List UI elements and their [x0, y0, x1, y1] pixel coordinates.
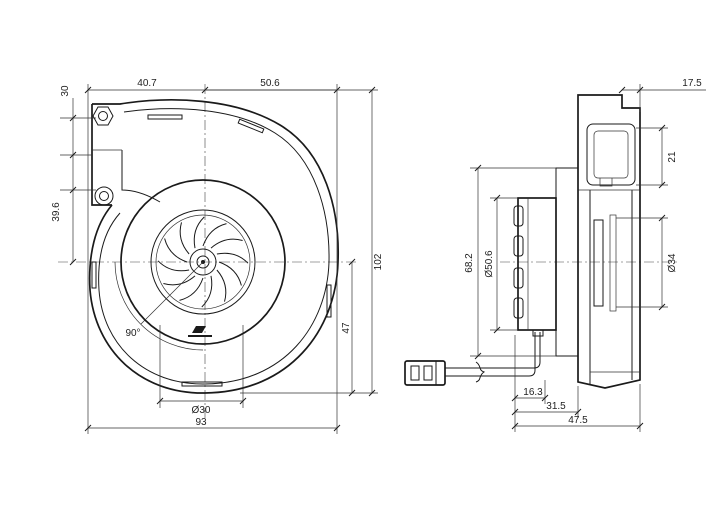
housing-slot-top-right — [237, 118, 265, 134]
dim-angle: 90° — [125, 328, 140, 339]
dim-motor-diameter: Ø50.6 — [484, 250, 495, 278]
impeller-blade — [202, 223, 227, 247]
side-mounting-slot — [593, 219, 604, 307]
dimension-tick — [511, 408, 519, 416]
angle-arc — [114, 261, 204, 351]
side-outlet-frame — [586, 123, 636, 186]
dimension-tick — [474, 352, 482, 360]
dimension-tick — [658, 124, 666, 132]
impeller-blade — [210, 238, 243, 249]
impeller-blade — [157, 260, 190, 272]
impeller-blade — [179, 222, 190, 255]
dimension-tick — [636, 86, 644, 94]
side-housing-body — [577, 94, 641, 389]
housing-slot-left — [91, 261, 97, 289]
dim-depth-a: 16.3 — [523, 387, 543, 398]
housing-inner-wall — [98, 108, 330, 385]
motor-winding-bump — [513, 205, 524, 227]
impeller-blades — [157, 216, 249, 308]
cable-grommet — [532, 329, 544, 337]
front-view — [58, 84, 356, 418]
dimension-tick — [368, 86, 376, 94]
housing-outer-wall — [88, 99, 340, 394]
side-view — [404, 94, 680, 389]
side-outlet-opening — [593, 130, 629, 179]
side-mounting-slot-inner — [609, 214, 617, 312]
dimension-tick — [658, 214, 666, 222]
dimension-tick — [69, 151, 77, 159]
dimension-tick — [658, 181, 666, 189]
impeller-blade — [201, 275, 213, 308]
housing-slot-top — [147, 114, 183, 120]
impeller-outer-circle — [150, 209, 256, 315]
dimension-tick — [69, 258, 77, 266]
impeller-blade — [216, 252, 249, 264]
impeller-blade — [164, 238, 188, 263]
dimension-tick — [333, 424, 341, 432]
hub-shaft — [196, 255, 210, 269]
dim-motor-height: 68.2 — [464, 253, 475, 273]
dimension-tick — [574, 408, 582, 416]
dimension-tick — [511, 422, 519, 430]
outlet-opening — [121, 150, 161, 203]
cable-wire — [445, 332, 536, 377]
dim-outlet-height: 30 — [60, 85, 71, 97]
side-view-dimensions: 17.5 21 Ø34 68.2 Ø50.6 — [464, 78, 706, 432]
dim-height-lower: 47 — [341, 322, 352, 334]
dim-height-total: 102 — [373, 253, 384, 270]
dimension-tick — [493, 194, 501, 202]
dim-depth-total: 47.5 — [568, 415, 588, 426]
logo-mark — [188, 326, 212, 337]
dim-hub-diameter: Ø34 — [667, 253, 678, 272]
housing-slot-bottom — [181, 381, 223, 387]
dimension-tick — [69, 114, 77, 122]
dim-width-total: 93 — [195, 417, 207, 428]
cable-break-mark — [475, 361, 486, 383]
front-view-dimensions: 40.7 50.6 30 39.6 102 47 90° Ø30 — [51, 78, 384, 434]
housing-slot-right — [326, 284, 332, 318]
impeller-blade — [163, 275, 196, 286]
hub-ring — [189, 248, 217, 276]
dimension-tick — [474, 164, 482, 172]
side-outlet-clip — [599, 178, 613, 187]
top-mounting-boss — [92, 106, 114, 126]
dimension-tick — [348, 258, 356, 266]
dimension-tick — [511, 394, 519, 402]
motor-winding-bump — [513, 267, 524, 289]
dimension-tick — [239, 397, 247, 405]
dimension-tick — [493, 326, 501, 334]
dim-width-right: 50.6 — [260, 78, 280, 89]
dim-flange: 21 — [667, 151, 678, 163]
dimension-tick — [658, 303, 666, 311]
dimension-tick — [84, 424, 92, 432]
dimension-tick — [348, 389, 356, 397]
dimension-tick — [368, 389, 376, 397]
impeller-blade — [218, 261, 242, 286]
dim-outlet-offset: 39.6 — [51, 202, 62, 222]
motor-winding-bump — [513, 235, 524, 257]
connector — [404, 360, 446, 386]
impeller-inner-circle — [155, 214, 251, 310]
angle-ray — [140, 261, 204, 325]
impeller-blade — [216, 269, 227, 302]
dim-inlet-diameter: Ø30 — [192, 405, 211, 416]
dimension-tick — [618, 86, 626, 94]
dim-top-depth: 17.5 — [682, 78, 702, 89]
dim-width-left: 40.7 — [137, 78, 157, 89]
dim-depth-b: 31.5 — [546, 401, 566, 412]
dimension-tick — [69, 186, 77, 194]
bottom-mounting-boss — [94, 186, 114, 206]
motor-body — [517, 197, 557, 331]
dimension-tick — [541, 394, 549, 402]
motor-winding-bump — [513, 297, 524, 319]
impeller-blade — [193, 216, 205, 249]
impeller-blade — [179, 277, 204, 301]
inlet-ring — [120, 179, 286, 345]
cable-wire — [445, 332, 541, 369]
dimension-tick — [636, 422, 644, 430]
dimension-tick — [156, 397, 164, 405]
dimension-tick — [84, 86, 92, 94]
